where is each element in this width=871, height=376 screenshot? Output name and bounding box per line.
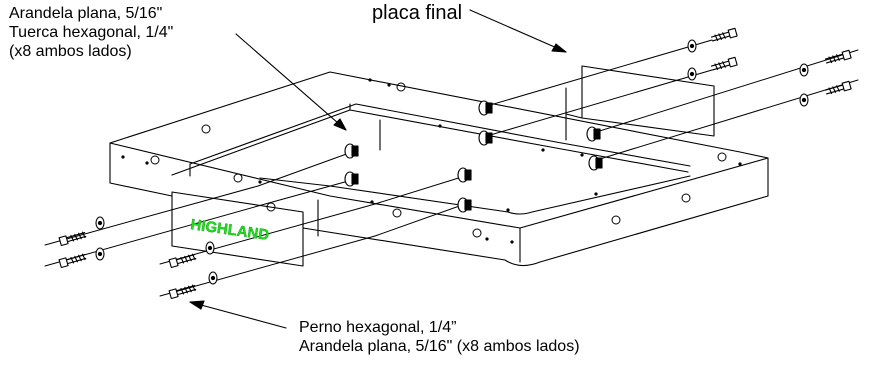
label-quantity-top: (x8 ambos lados) [9,43,132,60]
end-plate-far [565,65,715,141]
bolt-path-lines [44,39,859,297]
label-hex-bolt: Perno hexagonal, 1/4” [299,319,457,336]
bolt-near-1 [58,231,87,247]
frame-outer-walls [109,142,769,267]
label-bolt-washer-group: Perno hexagonal, 1/4” Arandela plana, 5/… [299,318,580,356]
bolt-near-3 [168,253,197,269]
label-washer-bottom: Arandela plana, 5/16" (x8 ambos lados) [299,338,580,355]
label-washer-nut-group: Arandela plana, 5/16" Tuerca hexagonal, … [9,4,173,61]
leader-arrows [189,9,567,329]
label-end-plate: placa final [372,2,463,24]
label-washer-top: Arandela plana, 5/16" [9,5,163,22]
bolt-near-4 [168,284,197,300]
nuts-inside [344,100,603,213]
bolts-near [58,231,197,300]
bolt-near-2 [58,253,87,269]
frame-small-holes [121,78,742,244]
frame-inner-rim [171,103,691,215]
washers-near [95,216,218,285]
label-hex-nut: Tuerca hexagonal, 1/4" [9,24,174,41]
frame-holes [150,82,727,238]
bolts-far [710,27,852,95]
frame-inner-floor [189,119,381,237]
washers-far [687,39,809,107]
